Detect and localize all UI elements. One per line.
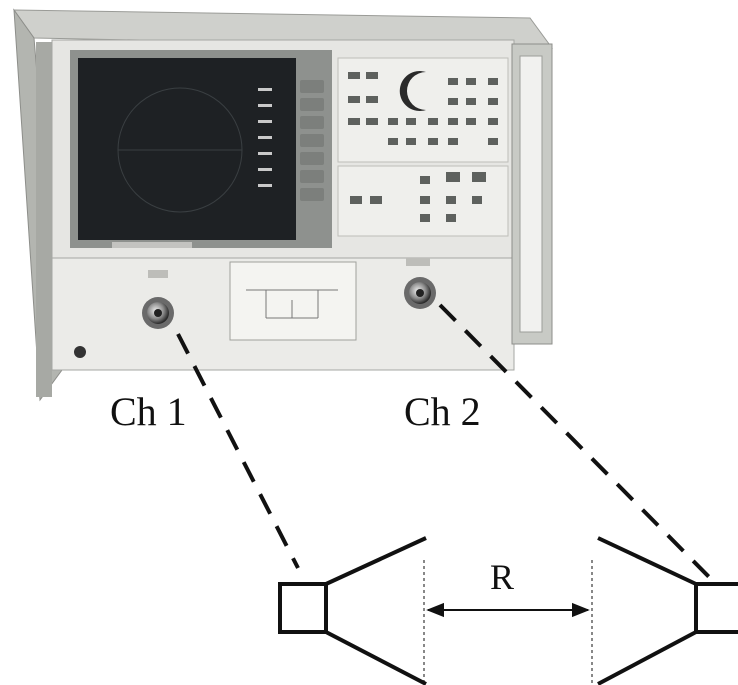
horn-antenna-left-lower-flare: [326, 632, 426, 684]
label-channel-2: Ch 2: [404, 389, 481, 434]
analyzer-left-rail: [36, 42, 52, 397]
horn-antenna-left: [280, 538, 426, 684]
power-button: [74, 346, 86, 358]
test-set-diagram-plate: [230, 262, 356, 340]
softkey-column: [300, 80, 324, 201]
screen-label-strip: [112, 242, 192, 248]
horn-antenna-right: [598, 538, 738, 684]
label-channel-1: Ch 1: [110, 389, 187, 434]
horn-antenna-right-upper-flare: [598, 538, 696, 584]
network-analyzer: [14, 10, 552, 400]
horn-antenna-right-feed: [696, 584, 738, 632]
analyzer-screen: [78, 58, 296, 240]
horn-antenna-left-feed: [280, 584, 326, 632]
analyzer-right-handle-inner: [520, 56, 542, 332]
label-distance-r: R: [490, 557, 514, 597]
horn-antenna-left-upper-flare: [326, 538, 426, 584]
horn-antenna-right-lower-flare: [598, 632, 696, 684]
